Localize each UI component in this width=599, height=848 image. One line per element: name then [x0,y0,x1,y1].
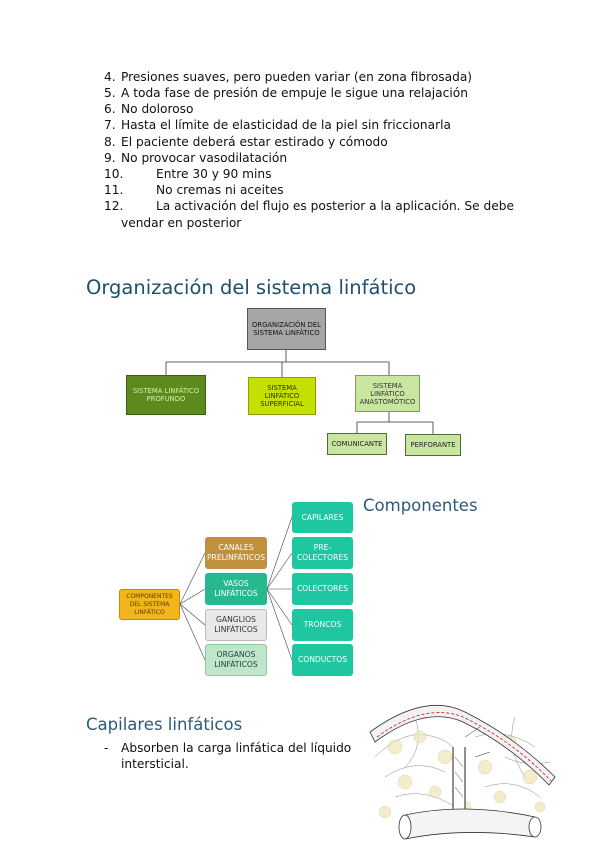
lymphatic-capillary-illustration [369,704,556,840]
diagram-node-conductos: CONDUCTOS [292,644,353,676]
section-heading: Organización del sistema linfático [86,276,417,299]
list-item: 10.Entre 30 y 90 mins [104,167,272,181]
diagram-node-perforante: PERFORANTE [405,434,461,456]
diagram-node-capilares: CAPILARES [292,502,353,533]
list-item: 4.Presiones suaves, pero pueden variar (… [104,70,473,84]
diagram-node-profundo: SISTEMA LINFÁTICO PROFUNDO [126,375,206,415]
diagram-node-superficial: SISTEMA LINFÁTICO SUPERFICIAL [248,377,316,415]
diagram-node-ganglios: GANGLIOS LINFÁTICOS [205,609,267,641]
list-item: 12.La activación del flujo es posterior … [104,199,514,213]
diagram-node-comunicante: COMUNICANTE [327,433,387,455]
section-heading: Componentes [363,496,478,515]
bullet-text-continuation: intersticial. [121,757,189,771]
list-item: 5.A toda fase de presión de empuje le si… [104,86,468,100]
diagram-node-organos: ORGANOS LINFÁTICOS [205,644,267,676]
diagram-node-anastomotico: SISTEMA LINFÁTICO ANASTOMÓTICO [355,375,420,412]
diagram-root-node: ORGANIZACIÓN DEL SISTEMA LINFÁTICO [247,308,326,350]
diagram-node-vasos: VASOS LINFÁTICOS [205,573,267,605]
section-heading: Capilares linfáticos [86,715,243,734]
list-item: 11.No cremas ni aceites [104,183,284,197]
list-item-continuation: vendar en posterior [121,216,242,230]
list-item: 8.El paciente deberá estar estirado y có… [104,135,388,149]
list-item: 6.No doloroso [104,102,194,116]
diagram-connectors [179,516,293,661]
diagram-connectors [165,350,434,434]
bullet-text: Absorben la carga linfática del líquido [121,741,352,755]
bullet-marker: - [104,741,109,755]
list-item: 9.No provocar vasodilatación [104,151,288,165]
diagram-node-canales: CANALES PRELINFÁTICOS [205,537,267,569]
diagram-root-node: COMPONENTES DEL SISTEMA LINFÁTICO [119,589,180,620]
diagram-node-troncos: TRONCOS [292,609,353,641]
diagram-node-colectores: COLECTORES [292,573,353,605]
diagram-node-precolectores: PRE-COLECTORES [292,537,353,569]
list-item: 7.Hasta el límite de elasticidad de la p… [104,118,451,132]
